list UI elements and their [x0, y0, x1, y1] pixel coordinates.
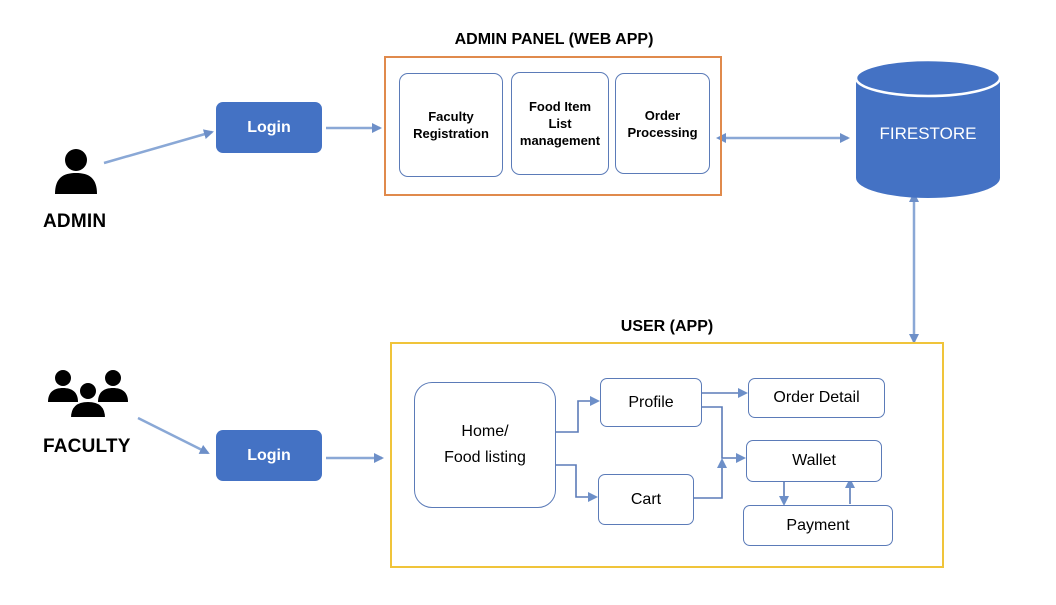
admin-label: ADMIN: [43, 211, 107, 232]
user-app-title: USER (APP): [620, 318, 714, 335]
admin-login-button[interactable]: Login: [216, 102, 322, 153]
payment-box[interactable]: Payment: [743, 505, 893, 546]
arrow-home-to-profile: [556, 396, 600, 433]
firestore-label: FIRESTORE: [879, 124, 977, 143]
firestore-database-icon: [854, 58, 1002, 200]
faculty-login-button[interactable]: Login: [216, 430, 322, 481]
order-processing-box: Order Processing: [615, 73, 710, 174]
group-icon: [46, 368, 130, 420]
arrow-profile-to-wallet: [702, 406, 746, 463]
home-food-listing-label: Home/ Food listing: [444, 423, 526, 466]
food-item-management-box: Food Item List management: [511, 72, 609, 175]
profile-box[interactable]: Profile: [600, 378, 702, 427]
admin-panel-title: ADMIN PANEL (WEB APP): [454, 31, 654, 48]
order-detail-box[interactable]: Order Detail: [748, 378, 885, 418]
arrow-admin-to-login: [103, 129, 214, 165]
arrow-faculty-to-login: [137, 416, 210, 455]
faculty-label: FACULTY: [43, 436, 131, 457]
faculty-registration-box: Faculty Registration: [399, 73, 503, 177]
admin-panel-container: [384, 56, 722, 196]
wallet-box[interactable]: Wallet: [746, 440, 882, 482]
person-icon: [53, 148, 99, 196]
cart-box[interactable]: Cart: [598, 474, 694, 525]
home-food-listing-box[interactable]: Home/ Food listing: [414, 382, 556, 508]
arrow-cart-to-wallet: [694, 458, 727, 499]
user-app-container: [390, 342, 944, 568]
arrow-home-to-cart: [556, 464, 598, 502]
